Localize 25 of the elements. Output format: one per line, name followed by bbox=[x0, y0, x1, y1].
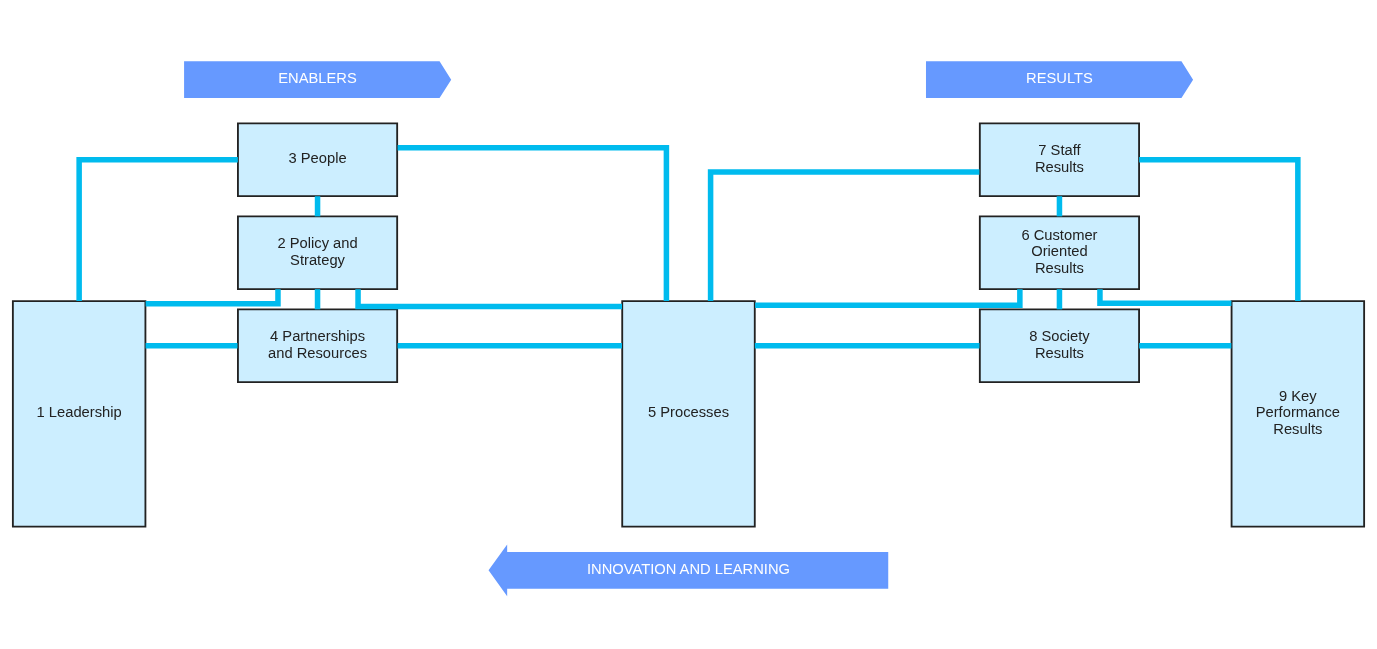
connector bbox=[397, 144, 670, 301]
node-box: 4 Partnerships and Resources bbox=[237, 307, 399, 383]
connector bbox=[755, 288, 1023, 308]
node-box: 2 Policy and Strategy bbox=[237, 214, 399, 290]
connector bbox=[145, 342, 238, 348]
connector bbox=[1056, 288, 1063, 309]
connector bbox=[397, 342, 622, 348]
connector bbox=[1139, 156, 1301, 301]
connector bbox=[1056, 195, 1063, 216]
node-box: 7 Staff Results bbox=[978, 122, 1140, 197]
connector bbox=[355, 288, 622, 309]
connector bbox=[754, 342, 980, 348]
node-box: 5 Processes bbox=[621, 299, 756, 527]
connector bbox=[314, 288, 321, 309]
connector bbox=[145, 288, 281, 307]
connector bbox=[76, 156, 238, 301]
connector bbox=[1097, 288, 1232, 306]
connector bbox=[707, 168, 980, 301]
node-box: 8 Society Results bbox=[978, 307, 1140, 383]
node-box: 3 People bbox=[237, 122, 399, 197]
connector bbox=[314, 195, 321, 216]
node-box: 9 Key Performance Results bbox=[1230, 299, 1366, 527]
node-box: 6 Customer Oriented Results bbox=[978, 214, 1140, 290]
node-box: 1 Leadership bbox=[11, 299, 147, 527]
connector bbox=[1139, 342, 1232, 348]
